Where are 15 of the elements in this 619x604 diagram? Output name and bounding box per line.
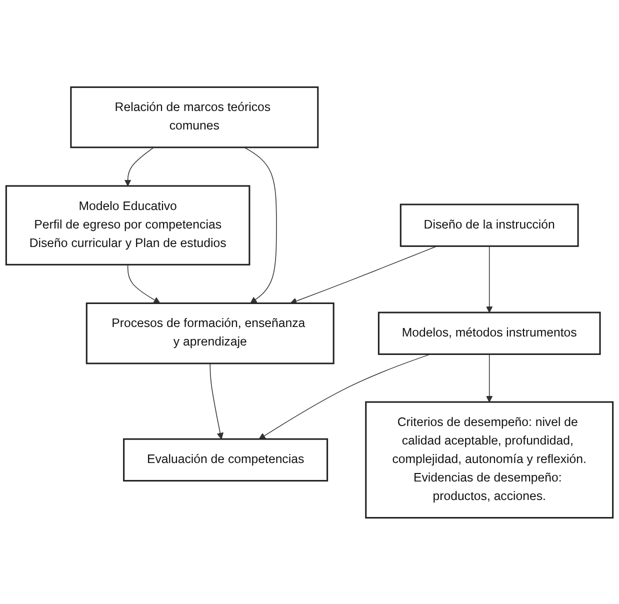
- arrow: [290, 245, 438, 304]
- arrow: [210, 362, 224, 439]
- node-box: Procesos de formación, enseñanza y aprendizaje: [86, 302, 334, 364]
- arrow: [244, 146, 277, 304]
- node-box: Criterios de desempeño: nivel de calidad aceptable, profundidad, complejidad, autonomía y reflexión. Evidencias de desempeño: productos, acciones.: [365, 400, 614, 518]
- arrow: [486, 245, 493, 312]
- node-box: Modelos, métodos instrumentos: [378, 311, 601, 354]
- node-box: Relación de marcos teóricos comunes: [70, 86, 319, 148]
- node-box: Modelo Educativo Perfil de egreso por competencias Diseño curricular y Plan de estudios: [5, 184, 250, 265]
- node-box: Evaluación de competencias: [123, 438, 328, 482]
- arrow: [124, 146, 154, 186]
- node-box: Diseño de la instrucción: [400, 203, 579, 246]
- arrow: [486, 353, 493, 402]
- arrow: [258, 353, 431, 439]
- arrow: [127, 264, 160, 304]
